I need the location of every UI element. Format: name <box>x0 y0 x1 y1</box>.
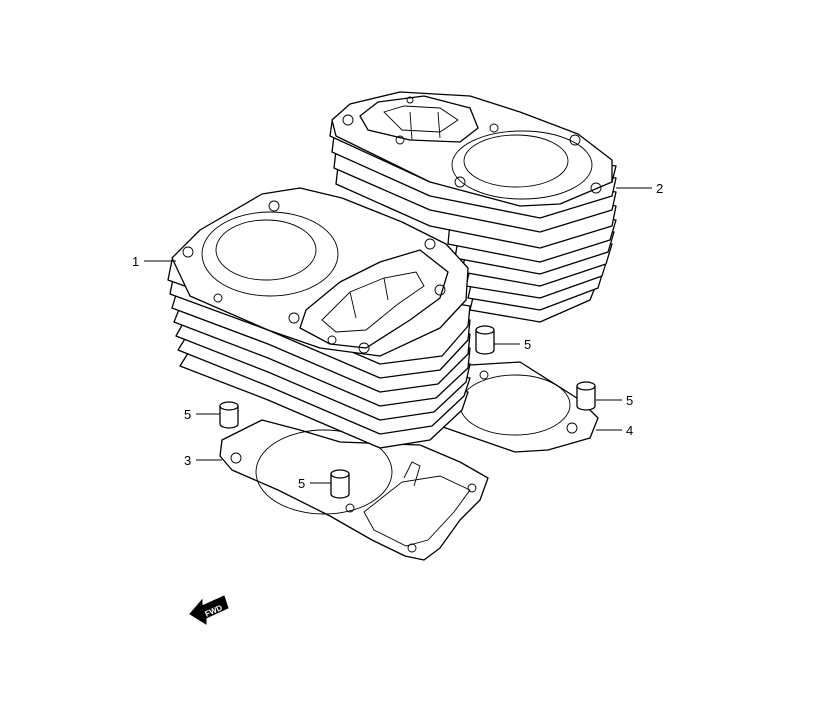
callout-4: 4 <box>626 423 633 438</box>
callout-1: 1 <box>132 254 139 269</box>
dowel-pin-b <box>576 381 596 411</box>
rear-cylinder <box>329 91 617 323</box>
front-cylinder <box>167 187 471 449</box>
forward-direction-arrow: FWD <box>189 595 229 625</box>
callout-5d: 5 <box>298 476 305 491</box>
callout-3: 3 <box>184 453 191 468</box>
leader-lines <box>144 187 652 484</box>
callout-2: 2 <box>656 181 663 196</box>
dowel-pin-a <box>475 325 495 355</box>
dowel-pin-c <box>219 401 239 429</box>
callout-5a: 5 <box>524 337 531 352</box>
front-cylinder-gasket <box>219 419 489 561</box>
callout-5b: 5 <box>626 393 633 408</box>
callout-5c: 5 <box>184 407 191 422</box>
dowel-pin-d <box>330 469 350 499</box>
